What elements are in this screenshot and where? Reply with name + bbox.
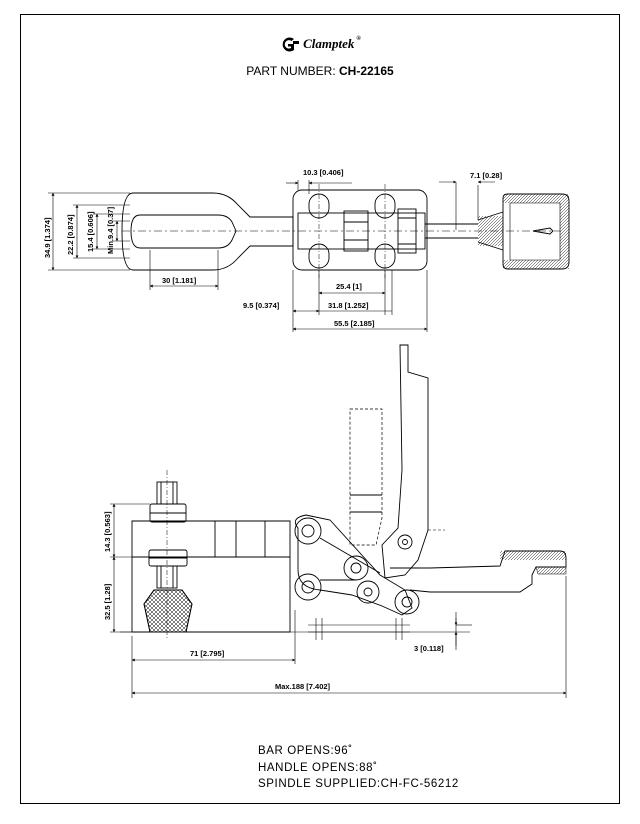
- note-handle-opens: HANDLE OPENS:88˚: [258, 761, 378, 774]
- notes-block: BAR OPENS:96˚ HANDLE OPENS:88˚ SPINDLE S…: [258, 743, 459, 793]
- dim-9-5: 9.5 [0.374]: [243, 301, 280, 310]
- clamp-arm: [294, 514, 413, 616]
- dim-3: 3 [0.118]: [414, 644, 444, 653]
- registered-mark: ®: [356, 36, 361, 42]
- part-number-line: PART NUMBER: CH-22165: [0, 64, 640, 78]
- handle-open: [381, 344, 429, 579]
- open-arm: [349, 408, 383, 546]
- part-number-label: PART NUMBER:: [246, 64, 336, 78]
- dim-30: 30 [1.181]: [162, 276, 197, 285]
- dim-34-9: 34.9 [1.374]: [43, 217, 52, 258]
- base-body: [131, 520, 291, 633]
- dim-7-1: 7.1 [0.28]: [470, 171, 503, 180]
- base-plate-top: [292, 189, 428, 271]
- note-bar-opens: BAR OPENS:96˚: [258, 745, 353, 757]
- top-view: [48, 180, 570, 332]
- dim-25-4: 25.4 [1]: [336, 282, 362, 291]
- dim-32-5: 32.5 [1.28]: [103, 583, 112, 620]
- dim-188: Max.188 [7.402]: [275, 682, 331, 691]
- dim-71: 71 [2.795]: [190, 649, 225, 658]
- part-number-value: CH-22165: [339, 64, 394, 78]
- dim-15-4: 15.4 [0.606]: [86, 211, 95, 252]
- side-view: [110, 344, 567, 698]
- dim-14-3: 14.3 [0.563]: [103, 511, 112, 552]
- bar-slot: [130, 214, 237, 249]
- dim-22-2: 22.2 [0.874]: [66, 214, 75, 255]
- drawing-frame: [20, 14, 620, 804]
- mounting-holes: [308, 184, 396, 278]
- dim-9-4: Min.9.4 [0.37]: [106, 206, 115, 254]
- brand-logo: Clamptek ®: [279, 36, 361, 53]
- dim-10-3: 10.3 [0.406]: [303, 168, 344, 177]
- side-view-dimension-lines: [110, 503, 567, 698]
- spindle: [143, 470, 193, 640]
- dim-31-8: 31.8 [1.252]: [328, 301, 369, 310]
- dim-55-5: 55.5 [2.185]: [334, 319, 375, 328]
- note-spindle-supplied: SPINDLE SUPPLIED:CH-FC-56212: [258, 778, 459, 790]
- clamptek-logo-icon: [279, 36, 300, 53]
- top-view-dimension-lines: [48, 180, 495, 332]
- title-block: Clamptek ® PART NUMBER: CH-22165: [0, 36, 640, 78]
- brand-name: Clamptek: [303, 36, 355, 51]
- clamp-bar-outline: [121, 192, 294, 271]
